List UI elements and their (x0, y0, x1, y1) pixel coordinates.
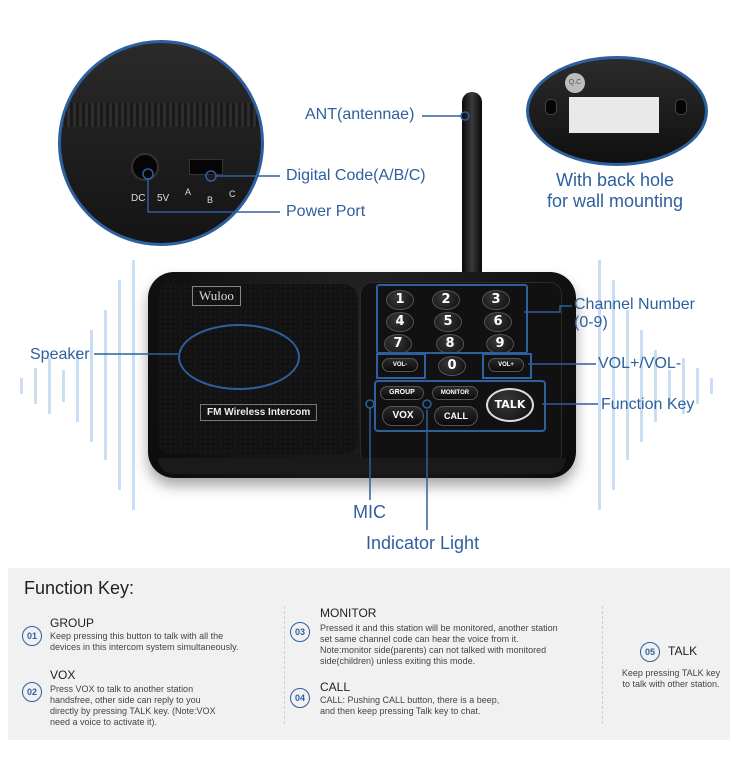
vol-minus-highlight (376, 353, 426, 379)
digital-code-callout: Digital Code(A/B/C) (286, 167, 426, 184)
vol-plus-button[interactable]: VOL+ (488, 358, 524, 372)
back-hole-callout: With back hole for wall mounting (520, 170, 710, 212)
fk-desc-line: Keep pressing this button to talk with a… (50, 631, 224, 641)
mount-hole-icon (675, 99, 687, 115)
function-key-panel: Function Key: 01 GROUP Keep pressing thi… (8, 568, 730, 740)
channel-number-line-1: Channel Number (574, 296, 695, 313)
qc-sticker: Q.C (565, 73, 585, 93)
talk-button[interactable]: TALK (486, 388, 534, 422)
port-5v-label: 5V (157, 193, 170, 204)
fk-desc-vox: Press VOX to talk to another station han… (50, 684, 216, 728)
fk-desc-talk: Keep pressing TALK key to talk with othe… (612, 668, 730, 690)
brand-logo: Wuloo (192, 286, 241, 306)
key-0[interactable]: 0 (438, 356, 466, 376)
key-1[interactable]: 1 (386, 290, 414, 310)
indicator-light-callout: Indicator Light (366, 533, 480, 553)
vox-button[interactable]: VOX (382, 406, 424, 426)
device-base (158, 458, 566, 474)
key-4[interactable]: 4 (386, 312, 414, 332)
channel-keys-highlight (376, 284, 528, 354)
model-label: FM Wireless Intercom (200, 404, 318, 421)
channel-number-callout: Channel Number (0-9) (574, 296, 695, 332)
vol-plus-highlight (482, 353, 532, 379)
antenna-callout: ANT(antennae) (305, 106, 415, 123)
grille-strip (61, 103, 261, 127)
switch-b-label: B (207, 195, 214, 205)
fk-desc-line: and then keep pressing Talk key to chat. (320, 706, 481, 716)
vol-callout: VOL+/VOL- (598, 355, 682, 372)
fk-desc-line: Press VOX to talk to another station (50, 684, 194, 694)
column-divider (602, 606, 603, 724)
back-hole-line-1: With back hole (555, 170, 675, 190)
fk-desc-line: CALL: Pushing CALL button, there is a be… (320, 695, 500, 705)
backhole-zoom-circle: Q.C (526, 56, 708, 166)
fk-number-05: 05 (640, 642, 660, 662)
back-label-sticker (569, 97, 659, 133)
fk-desc-line: Pressed it and this station will be moni… (320, 623, 558, 633)
fk-desc-line: to talk with other station. (622, 679, 720, 689)
fk-desc-call: CALL: Pushing CALL button, there is a be… (320, 695, 499, 717)
channel-number-line-2: (0-9) (574, 314, 608, 331)
callout-lines (94, 111, 598, 530)
fk-name-call: CALL (320, 680, 351, 694)
fk-name-talk: TALK (668, 644, 698, 658)
monitor-button[interactable]: MONITOR (432, 386, 478, 400)
fk-desc-line: set same channel code can hear the voice… (320, 634, 519, 644)
call-button[interactable]: CALL (434, 406, 478, 426)
fk-name-group: GROUP (50, 616, 95, 630)
fk-desc-group: Keep pressing this button to talk with a… (50, 631, 238, 653)
back-hole-line-2: for wall mounting (546, 191, 684, 211)
key-3[interactable]: 3 (482, 290, 510, 310)
mic-callout: MIC (353, 502, 386, 522)
power-port-callout: Power Port (286, 203, 366, 220)
dc-port (131, 153, 159, 181)
fk-desc-line: side(children) unless exiting this mode. (320, 656, 476, 666)
key-9[interactable]: 9 (486, 334, 514, 354)
switch-c-label: C (229, 189, 236, 199)
speaker-zone (178, 324, 300, 390)
function-key-title: Function Key: (24, 578, 135, 598)
switch-a-label: A (185, 187, 192, 197)
fk-number-02: 02 (22, 682, 42, 702)
column-divider (284, 606, 285, 724)
fk-desc-line: handsfree, other side can reply to you (50, 695, 201, 705)
speaker-callout: Speaker (30, 346, 90, 363)
vol-minus-button[interactable]: VOL- (382, 358, 418, 372)
function-key-callout: Function Key (601, 396, 695, 413)
fk-desc-line: devices in this intercom system simultan… (50, 642, 239, 652)
mount-hole-icon (545, 99, 557, 115)
fk-desc-line: Note:monitor side(parents) can not talke… (320, 645, 547, 655)
fk-number-03: 03 (290, 622, 310, 642)
key-5[interactable]: 5 (434, 312, 462, 332)
fk-desc-line: directly by pressing TALK key. (Note:VOX (50, 706, 216, 716)
key-2[interactable]: 2 (432, 290, 460, 310)
fk-desc-line: Keep pressing TALK key (621, 668, 721, 678)
function-keys-highlight (374, 380, 546, 432)
fk-desc-monitor: Pressed it and this station will be moni… (320, 623, 558, 667)
sound-wave-decoration (20, 260, 713, 510)
group-button[interactable]: GROUP (380, 386, 424, 400)
antenna-icon (462, 92, 482, 282)
port-dc-label: DC (131, 193, 146, 204)
fk-name-monitor: MONITOR (320, 606, 377, 620)
fk-name-vox: VOX (50, 668, 76, 682)
fk-number-01: 01 (22, 626, 42, 646)
fk-desc-line: need a voice to activate it). (50, 717, 158, 727)
key-6[interactable]: 6 (484, 312, 512, 332)
fk-number-04: 04 (290, 688, 310, 708)
